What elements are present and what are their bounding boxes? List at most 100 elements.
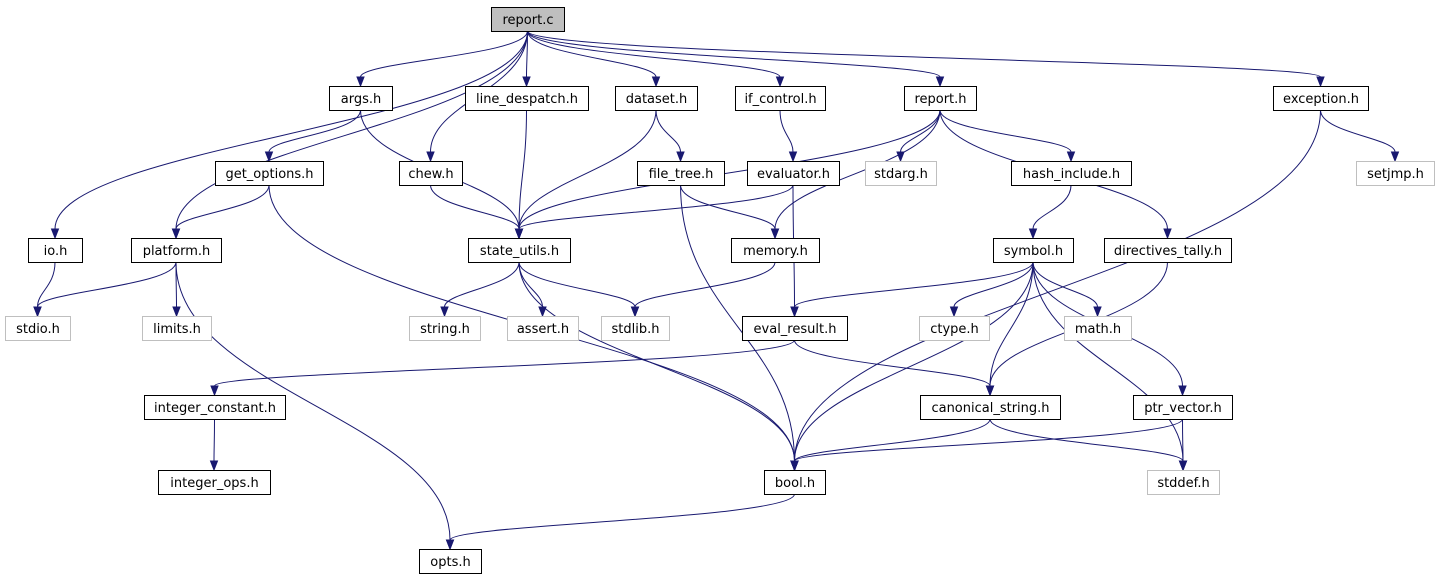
node-memory-h[interactable]: memory.h [731,238,820,263]
edge-platform-h-to-stdio-h [33,261,177,318]
node-label: evaluator.h [757,167,830,182]
node-label: stdlib.h [612,322,660,337]
node-if-control-h[interactable]: if_control.h [735,86,826,111]
edge-integer-constant-h-to-integer-ops-h [209,418,219,472]
edge-evaluator-h-to-state-utils-h [514,184,794,240]
node-assert-h: assert.h [507,316,579,341]
node-report-c: report.c [491,7,565,32]
node-io-h[interactable]: io.h [28,238,83,263]
node-platform-h[interactable]: platform.h [131,238,222,263]
node-integer-constant-h[interactable]: integer_constant.h [144,395,286,420]
node-box [920,395,1061,420]
node-label: limits.h [153,322,201,337]
node-label: io.h [44,244,68,259]
node-label: report.c [503,13,554,28]
edge-report-c-to-io-h [50,30,528,240]
node-setjmp-h: setjmp.h [1356,161,1435,186]
node-label: opts.h [430,555,470,570]
node-box [215,161,324,186]
node-eval-result-h[interactable]: eval_result.h [742,316,848,341]
edge-symbol-h-to-eval-result-h [790,261,1034,318]
node-box [1011,161,1132,186]
node-get-options-h[interactable]: get_options.h [215,161,324,186]
edge-report-c-to-dataset-h [527,30,661,88]
node-box [131,238,222,263]
node-label: canonical_string.h [931,401,1049,416]
node-box [399,161,463,186]
node-line-despatch-h[interactable]: line_despatch.h [465,86,589,111]
edge-report-c-to-exception-h [527,30,1325,88]
node-stdlib-h: stdlib.h [601,316,670,341]
edge-memory-h-to-stdlib-h [630,261,776,318]
node-label: symbol.h [1004,244,1063,259]
edge-hash-include-h-to-symbol-h [1028,184,1072,240]
edge-report-c-to-args-h [356,30,528,88]
node-report-h[interactable]: report.h [904,86,977,111]
node-box [747,161,840,186]
node-box [764,470,826,495]
edge-chew-h-to-state-utils-h [430,184,524,240]
node-box [1064,316,1132,341]
node-box [491,7,565,32]
node-box [904,86,977,111]
node-label: string.h [420,322,470,337]
node-hash-include-h[interactable]: hash_include.h [1011,161,1132,186]
edge-report-c-to-if-control-h [527,30,785,88]
node-label: get_options.h [225,167,313,182]
node-box [507,316,579,341]
edge-report-h-to-hash-include-h [939,109,1076,163]
node-stdio-h: stdio.h [5,316,71,341]
edge-symbol-h-to-math-h [1032,261,1102,318]
node-canonical-string-h[interactable]: canonical_string.h [920,395,1061,420]
node-box [1104,238,1232,263]
node-args-h[interactable]: args.h [329,86,393,111]
node-box [615,86,698,111]
node-label: line_despatch.h [476,92,578,107]
node-opts-h[interactable]: opts.h [419,549,482,574]
node-stddef-h: stddef.h [1147,470,1220,495]
node-box [1356,161,1435,186]
node-box [144,395,286,420]
node-label: platform.h [143,244,211,259]
edge-file-tree-h-to-memory-h [680,184,780,240]
node-label: chew.h [408,167,453,182]
node-integer-ops-h[interactable]: integer_ops.h [158,470,271,495]
node-box [865,161,937,186]
node-chew-h[interactable]: chew.h [399,161,463,186]
node-box [419,549,482,574]
edge-canonical-string-h-to-bool-h [790,418,991,472]
node-box [637,161,725,186]
edge-ptr-vector-h-to-bool-h [790,418,1183,472]
node-directives-tally-h[interactable]: directives_tally.h [1104,238,1232,263]
edge-get-options-h-to-platform-h [171,184,270,240]
edge-report-c-to-platform-h [171,30,528,240]
edge-if-control-h-to-evaluator-h [779,109,798,163]
node-box [329,86,393,111]
node-label: args.h [341,92,381,107]
edge-bool-h-to-opts-h [445,493,795,551]
edge-report-h-to-stdarg-h [896,109,941,163]
node-evaluator-h[interactable]: evaluator.h [747,161,840,186]
node-label: directives_tally.h [1114,244,1222,259]
node-state-utils-h[interactable]: state_utils.h [468,238,571,263]
node-label: stdarg.h [874,167,928,182]
node-label: state_utils.h [480,244,559,259]
node-box [409,316,481,341]
node-label: assert.h [517,322,569,337]
edge-canonical-string-h-to-stddef-h [989,418,1188,472]
edge-ptr-vector-h-to-stddef-h [1178,418,1188,472]
node-box [1273,86,1369,111]
node-string-h: string.h [409,316,481,341]
node-box [735,86,826,111]
node-label: report.h [914,92,966,107]
node-bool-h[interactable]: bool.h [764,470,826,495]
node-symbol-h[interactable]: symbol.h [993,238,1074,263]
node-dataset-h[interactable]: dataset.h [615,86,698,111]
edge-state-utils-h-to-string-h [440,261,520,318]
node-file-tree-h[interactable]: file_tree.h [637,161,725,186]
node-limits-h: limits.h [142,316,212,341]
node-ptr-vector-h[interactable]: ptr_vector.h [1133,395,1233,420]
node-label: exception.h [1283,92,1359,107]
node-label: hash_include.h [1023,167,1120,182]
node-exception-h[interactable]: exception.h [1273,86,1369,111]
